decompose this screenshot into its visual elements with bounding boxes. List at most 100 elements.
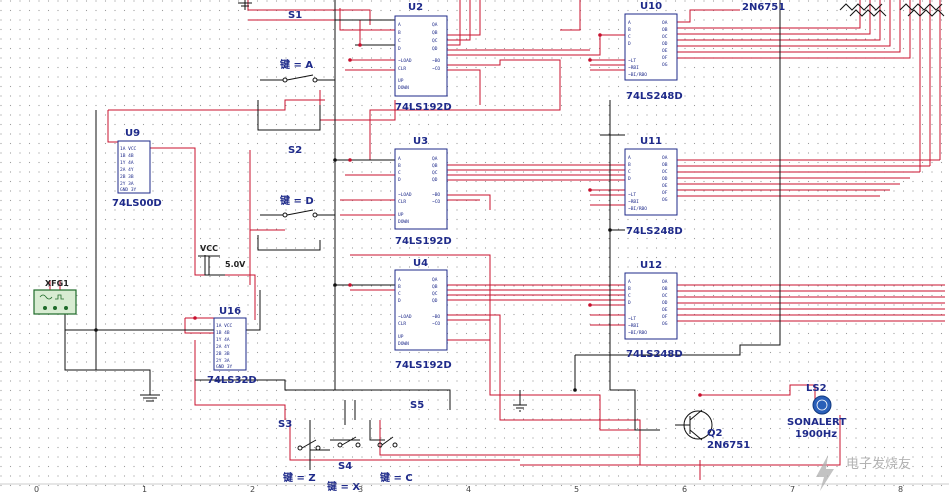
- svg-text:~LOAD: ~LOAD: [398, 58, 412, 64]
- switch-s1[interactable]: S1 键 = A: [260, 10, 335, 83]
- svg-text:OB: OB: [662, 162, 668, 168]
- svg-text:QA: QA: [432, 277, 438, 283]
- watermark-text: 电子发烧友: [846, 456, 911, 472]
- svg-text:1A VCC: 1A VCC: [216, 323, 233, 329]
- chip-u16-part: 74LS32D: [207, 375, 257, 386]
- svg-text:QA: QA: [432, 22, 438, 28]
- transistor-ref: Q2: [707, 428, 723, 439]
- svg-text:~BI/RBO: ~BI/RBO: [628, 206, 647, 212]
- function-generator-xfg1[interactable]: XFG1: [33, 279, 77, 315]
- svg-text:OA: OA: [662, 155, 668, 161]
- svg-text:A: A: [398, 22, 401, 28]
- switch-s4[interactable]: S4 键 = X: [326, 436, 361, 492]
- svg-text:QC: QC: [432, 291, 438, 297]
- buzzer-freq: 1900Hz: [795, 429, 837, 440]
- ruler-0: 0: [34, 485, 39, 492]
- switch-s2-label: S2: [288, 145, 302, 156]
- buzzer-ref: LS2: [806, 383, 827, 394]
- chip-u2-ref: U2: [408, 2, 423, 13]
- svg-text:QB: QB: [432, 30, 438, 36]
- svg-text:~BI/RBO: ~BI/RBO: [628, 330, 647, 336]
- vcc-label: VCC: [200, 244, 218, 253]
- ruler-5: 5: [574, 485, 579, 492]
- svg-text:QC: QC: [432, 38, 438, 44]
- buzzer-name: SONALERT: [787, 417, 846, 428]
- svg-text:OD: OD: [662, 176, 668, 182]
- ruler-4: 4: [466, 485, 471, 492]
- svg-text:OF: OF: [662, 314, 668, 320]
- watermark: 电子发烧友: [816, 455, 911, 491]
- switch-s3-key: 键 = Z: [282, 471, 316, 484]
- svg-text:1A VCC: 1A VCC: [120, 146, 137, 152]
- svg-text:B: B: [628, 162, 631, 168]
- chip-u10-ref: U10: [640, 1, 662, 12]
- svg-text:OG: OG: [662, 321, 668, 327]
- svg-text:B: B: [398, 163, 401, 169]
- svg-text:~LT: ~LT: [628, 58, 636, 64]
- svg-text:D: D: [628, 176, 631, 182]
- svg-text:2A 4Y: 2A 4Y: [120, 167, 134, 173]
- chip-u11[interactable]: U11 74LS248D AB CD ~LT~RBI ~BI/RBO OAOB …: [624, 136, 683, 237]
- chip-u12[interactable]: U12 74LS248D AB CD ~LT~RBI ~BI/RBO OAOB …: [624, 260, 683, 360]
- svg-text:C: C: [628, 169, 631, 175]
- svg-text:~BI/RBO: ~BI/RBO: [628, 72, 647, 78]
- svg-text:DOWN: DOWN: [398, 341, 409, 347]
- svg-text:D: D: [628, 41, 631, 47]
- svg-text:~BO: ~BO: [432, 314, 440, 320]
- svg-text:B: B: [398, 284, 401, 290]
- svg-text:~RBI: ~RBI: [628, 65, 639, 71]
- junction-dots: [193, 33, 702, 397]
- svg-text:OG: OG: [662, 197, 668, 203]
- svg-text:~RBI: ~RBI: [628, 323, 639, 329]
- svg-text:QD: QD: [432, 177, 438, 183]
- chip-u11-ref: U11: [640, 136, 662, 147]
- svg-text:A: A: [398, 156, 401, 162]
- switch-s1-key: 键 = A: [279, 58, 313, 71]
- svg-text:CLR: CLR: [398, 199, 406, 205]
- svg-text:UP: UP: [398, 334, 404, 340]
- svg-text:OB: OB: [662, 27, 668, 33]
- svg-text:OD: OD: [662, 41, 668, 47]
- svg-text:A: A: [398, 277, 401, 283]
- svg-text:OC: OC: [662, 293, 668, 299]
- switch-s2[interactable]: S2 键 = D: [260, 145, 335, 218]
- svg-text:D: D: [398, 46, 401, 52]
- chip-u9-part: 74LS00D: [112, 198, 162, 209]
- svg-text:QB: QB: [432, 284, 438, 290]
- black-wires: [64, 0, 781, 470]
- chip-u11-part: 74LS248D: [626, 226, 683, 237]
- svg-text:OE: OE: [662, 183, 668, 189]
- svg-text:~BO: ~BO: [432, 58, 440, 64]
- svg-text:OF: OF: [662, 55, 668, 61]
- svg-text:~BO: ~BO: [432, 192, 440, 198]
- switch-s5[interactable]: S5 键 = C: [377, 400, 424, 484]
- svg-text:1B 4B: 1B 4B: [120, 153, 134, 159]
- svg-text:B: B: [628, 27, 631, 33]
- svg-text:A: A: [628, 155, 631, 161]
- svg-text:GND 3Y: GND 3Y: [120, 187, 137, 193]
- switch-s3[interactable]: S3 键 = Z: [278, 419, 321, 484]
- svg-text:CLR: CLR: [398, 321, 406, 327]
- svg-text:QC: QC: [432, 170, 438, 176]
- svg-text:CLR: CLR: [398, 66, 406, 72]
- chip-u10[interactable]: U10 74LS248D AB CD ~LT~RBI ~BI/RBO OAOB …: [624, 1, 683, 102]
- svg-text:A: A: [628, 279, 631, 285]
- transistor-part: 2N6751: [707, 440, 750, 451]
- svg-text:OE: OE: [662, 48, 668, 54]
- svg-text:GND 3Y: GND 3Y: [216, 364, 233, 370]
- transistor-q2[interactable]: Q2 2N6751: [675, 409, 750, 451]
- svg-text:OE: OE: [662, 307, 668, 313]
- svg-text:~LT: ~LT: [628, 316, 636, 322]
- svg-text:OB: OB: [662, 286, 668, 292]
- svg-text:DOWN: DOWN: [398, 219, 409, 225]
- svg-text:2B 3B: 2B 3B: [216, 351, 230, 357]
- transistor-top-part: 2N6751: [742, 2, 785, 13]
- buzzer-ls2[interactable]: LS2 SONALERT 1900Hz: [787, 383, 846, 440]
- ruler-6: 6: [682, 485, 687, 492]
